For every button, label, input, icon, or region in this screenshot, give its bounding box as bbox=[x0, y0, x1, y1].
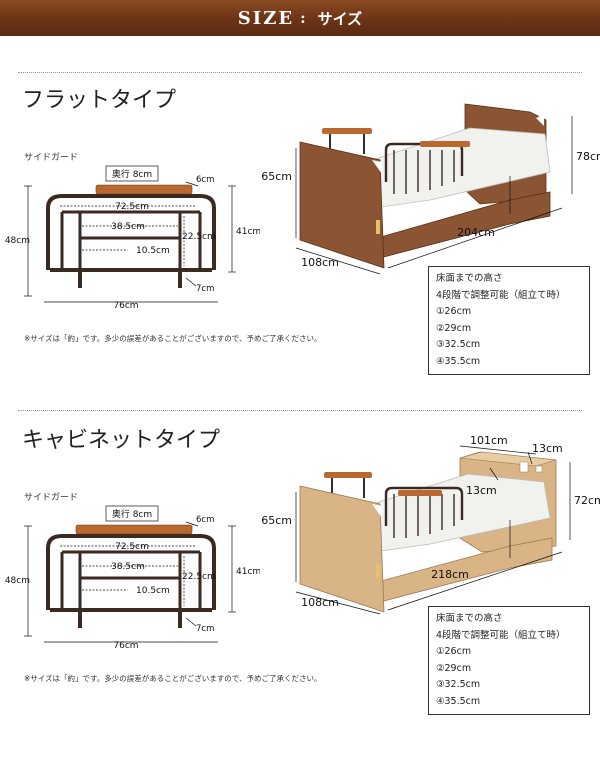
cabinet-outlet bbox=[519, 461, 529, 473]
info-level: ④35.5cm bbox=[436, 355, 481, 367]
dim-inner-width: 72.5cm bbox=[115, 542, 149, 552]
info-level: ④35.5cm bbox=[436, 695, 481, 707]
guard-frame bbox=[46, 534, 216, 610]
header-title: SIZE bbox=[237, 7, 295, 29]
dim-cabinet-depth-top: 13cm bbox=[532, 442, 563, 455]
dim-width: 108cm bbox=[301, 596, 339, 609]
info-level: ②29cm bbox=[436, 322, 472, 334]
rail-wood bbox=[322, 128, 372, 134]
dim-inner-width: 72.5cm bbox=[115, 202, 149, 212]
depth-label: 奥行 8cm bbox=[112, 508, 152, 520]
control-switch bbox=[376, 220, 380, 234]
info-title: 床面までの高さ bbox=[436, 613, 503, 624]
dim-cabinet-depth-side: 13cm bbox=[466, 484, 497, 497]
info-level: ②29cm bbox=[436, 662, 472, 674]
section-title-flat: フラットタイプ bbox=[22, 88, 177, 113]
side-guard-label: サイドガード bbox=[24, 153, 79, 163]
dim-foot-height: 65cm bbox=[261, 170, 292, 183]
dim-inner-height: 22.5cm bbox=[182, 572, 216, 582]
dim-length: 204cm bbox=[457, 226, 495, 239]
rail-wood bbox=[420, 141, 470, 147]
bed-diagram-flat: 78cm 65cm 204cm 108cm bbox=[261, 103, 600, 275]
dim-head-height: 78cm bbox=[576, 150, 600, 163]
dim-cabinet-width: 101cm bbox=[470, 434, 508, 447]
info-level: ③32.5cm bbox=[436, 679, 481, 690]
dim-inner-sub: 38.5cm bbox=[111, 562, 145, 572]
dim-top: 6cm bbox=[196, 515, 214, 525]
dim-top: 6cm bbox=[196, 175, 214, 185]
dim-length: 218cm bbox=[431, 568, 469, 581]
section-title-cabinet: キャビネットタイプ bbox=[22, 428, 221, 453]
side-guard-diagram: 奥行 8cm 48cm 41cm 6cm 72.5cm 38.5cm 10.5c… bbox=[5, 165, 260, 311]
side-guard-diagram: 奥行 8cm 48cm 41cm 6cm 72.5cm 38.5cm 10.5c… bbox=[5, 505, 260, 651]
guard-frame bbox=[46, 194, 216, 270]
rail-wood bbox=[324, 472, 372, 478]
dim-left-height: 48cm bbox=[5, 236, 30, 246]
dim-total-height: 41cm bbox=[236, 227, 260, 237]
dim-bottom: 7cm bbox=[196, 284, 214, 294]
info-subtitle: 4段階で調整可能（組立て時） bbox=[436, 629, 566, 641]
size-note: ※サイズは「約」です。多少の誤差があることがございますので、予めご了承ください。 bbox=[24, 674, 322, 683]
info-level: ③32.5cm bbox=[436, 339, 481, 350]
dim-foot-height: 65cm bbox=[261, 514, 292, 527]
dim-post-width: 10.5cm bbox=[136, 246, 170, 256]
control-switch bbox=[376, 564, 380, 578]
depth-label: 奥行 8cm bbox=[112, 168, 152, 180]
header-banner: SIZE : サイズ bbox=[0, 0, 600, 36]
footboard-cutout bbox=[372, 160, 382, 174]
dim-bottom: 7cm bbox=[196, 624, 214, 634]
side-guard-label: サイドガード bbox=[24, 493, 79, 503]
dim-width: 108cm bbox=[301, 256, 339, 269]
dim-inner-sub: 38.5cm bbox=[111, 222, 145, 232]
guard-wood-rail bbox=[95, 184, 193, 195]
bed-diagram-cabinet: 101cm 13cm 13cm 72cm 65cm 218cm 108cm bbox=[261, 434, 600, 615]
divider bbox=[18, 410, 582, 411]
headboard-cutout bbox=[536, 114, 544, 126]
dim-left-height: 48cm bbox=[5, 576, 30, 586]
cabinet-top bbox=[459, 451, 557, 467]
info-level: ①26cm bbox=[436, 306, 472, 317]
rail-wood bbox=[398, 490, 442, 496]
info-level: ①26cm bbox=[436, 646, 472, 657]
depth-box bbox=[105, 165, 159, 182]
guard-wood-rail bbox=[75, 524, 193, 535]
info-title: 床面までの高さ bbox=[436, 273, 503, 284]
footboard bbox=[299, 485, 385, 613]
divider bbox=[18, 72, 582, 73]
dim-inner-height: 22.5cm bbox=[182, 232, 216, 242]
dim-total-width: 76cm bbox=[113, 641, 138, 651]
info-subtitle: 4段階で調整可能（組立て時） bbox=[436, 289, 566, 301]
dim-head-height: 72cm bbox=[574, 494, 600, 507]
height-info-box: 床面までの高さ 4段階で調整可能（組立て時） ①26cm ②29cm ③32.5… bbox=[428, 266, 590, 375]
dim-total-width: 76cm bbox=[113, 301, 138, 311]
size-note: ※サイズは「約」です。多少の誤差があることがございますので、予めご了承ください。 bbox=[24, 334, 322, 343]
side-rail bbox=[384, 486, 464, 526]
footboard bbox=[299, 141, 385, 269]
header-subtitle: サイズ bbox=[317, 9, 363, 28]
dim-total-height: 41cm bbox=[236, 567, 260, 577]
dim-post-width: 10.5cm bbox=[136, 586, 170, 596]
header-separator: : bbox=[300, 9, 308, 27]
height-info-box: 床面までの高さ 4段階で調整可能（組立て時） ①26cm ②29cm ③32.5… bbox=[428, 606, 590, 715]
